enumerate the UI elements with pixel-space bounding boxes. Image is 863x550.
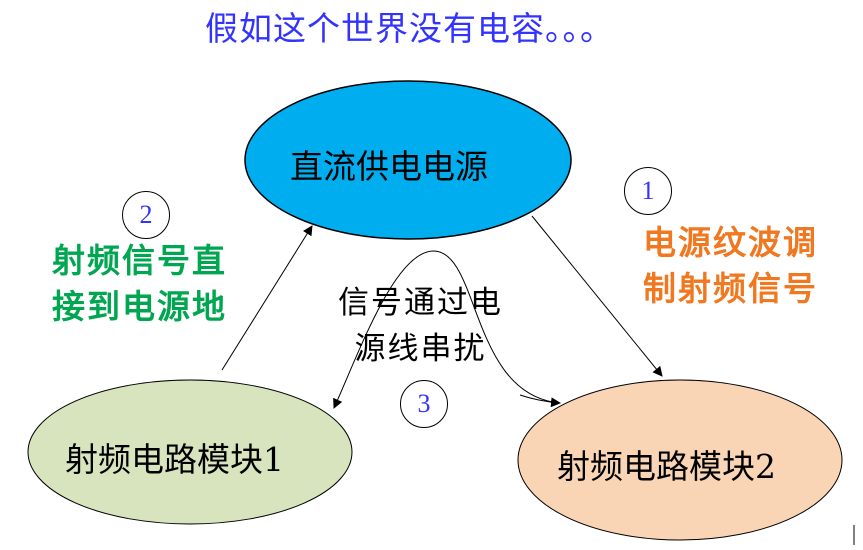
rf1-label: 射频电路模块1 bbox=[65, 440, 284, 479]
annotation-number-1: 1 bbox=[624, 167, 672, 215]
annotation-number-2: 2 bbox=[122, 191, 170, 239]
page-title: 假如这个世界没有电容。。。 bbox=[205, 9, 614, 48]
crosstalk-curve bbox=[333, 250, 561, 409]
rf2-label: 射频电路模块2 bbox=[557, 447, 776, 486]
annotation-2-line1: 射频信号直 bbox=[52, 241, 227, 280]
annotation-2-text: 射频信号直 接到电源地 bbox=[52, 238, 227, 330]
annotation-3-line2: 源线串扰 bbox=[354, 331, 487, 367]
annotation-1-line2: 制射频信号 bbox=[643, 269, 818, 308]
annotation-1-text: 电源纹波调 制射频信号 bbox=[643, 220, 818, 312]
rf2-ellipse bbox=[517, 379, 843, 541]
annotation-3-text: 信号通过电 源线串扰 bbox=[338, 280, 503, 372]
power-ellipse bbox=[244, 80, 572, 240]
arrow-power-to-rf2 bbox=[531, 215, 663, 377]
annotation-2-line2: 接到电源地 bbox=[52, 287, 227, 326]
power-label: 直流供电电源 bbox=[290, 147, 488, 186]
rf1-ellipse bbox=[27, 379, 353, 525]
arrow-rf1-to-power bbox=[221, 225, 313, 371]
crosstalk-curve-arrow bbox=[519, 394, 561, 408]
annotation-1-line1: 电源纹波调 bbox=[643, 223, 818, 262]
annotation-3-line1: 信号通过电 bbox=[338, 285, 503, 321]
annotation-number-3: 3 bbox=[400, 380, 448, 428]
